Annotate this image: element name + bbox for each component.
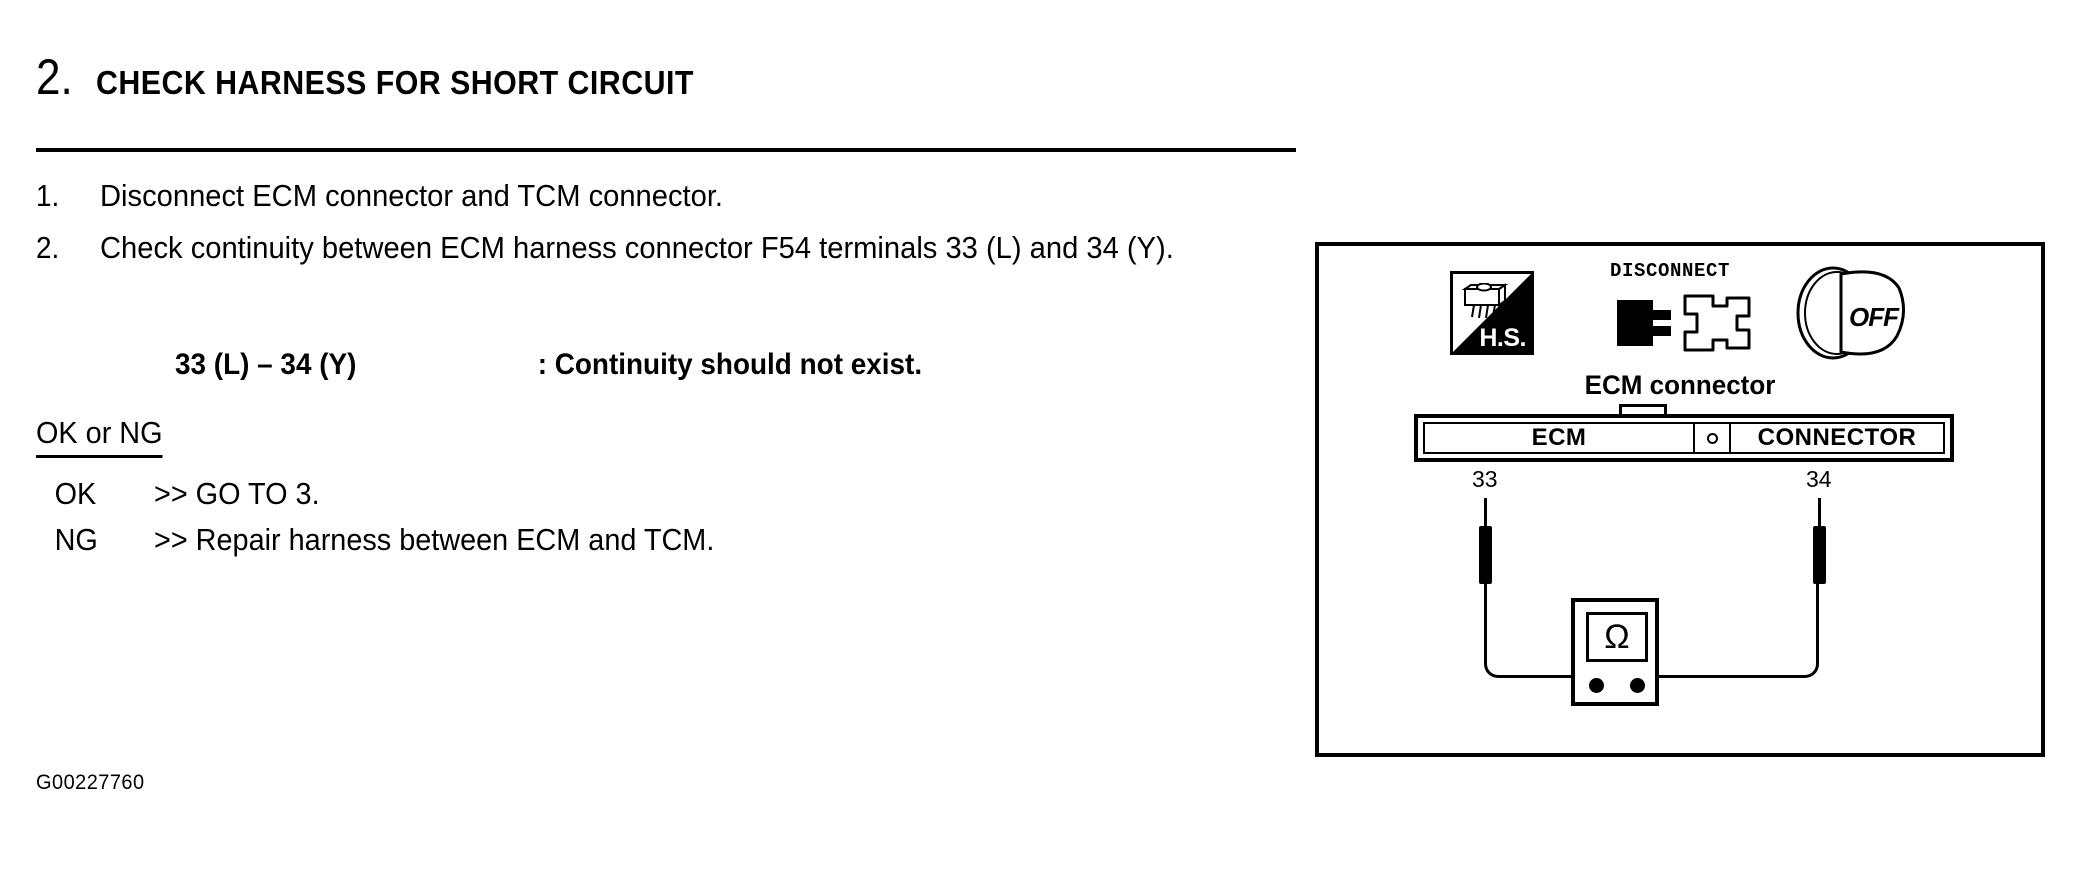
- connector-pin-cell: [1693, 424, 1731, 452]
- specification-terminals: 33 (L) – 34 (Y): [175, 348, 357, 381]
- result-block: OK or NG OK >> GO TO 3. NG >> Repair har…: [36, 412, 1036, 563]
- terminal-number-34: 34: [1806, 466, 1832, 492]
- procedure-item-number: 1.: [36, 178, 60, 213]
- procedure-item: 2. Check continuity between ECM harness …: [36, 224, 1301, 272]
- connector-cell-connector: CONNECTOR: [1757, 424, 1917, 451]
- ohmmeter-display: Ω: [1586, 612, 1648, 662]
- procedure-item: 1. Disconnect ECM connector and TCM conn…: [36, 172, 1301, 220]
- result-row-key: NG: [54, 522, 98, 557]
- connector-caption: ECM connector: [1584, 369, 1776, 401]
- ecm-connector-diagram: ECM CONNECTOR: [1414, 414, 1954, 462]
- test-probe-right: [1813, 498, 1826, 584]
- procedure-item-text: Check continuity between ECM harness con…: [100, 230, 1174, 265]
- figure-reference-code: G00227760: [36, 771, 145, 794]
- procedure-list: 1. Disconnect ECM connector and TCM conn…: [36, 172, 1301, 276]
- hand-start-icon: H.S.: [1450, 271, 1534, 355]
- procedure-item-text: Disconnect ECM connector and TCM connect…: [100, 178, 724, 213]
- ohmmeter-terminal-right: [1630, 678, 1645, 693]
- connector-inner-frame: ECM CONNECTOR: [1423, 422, 1945, 454]
- disconnect-label: DISCONNECT: [1610, 260, 1731, 282]
- step-number: 2.: [36, 49, 73, 105]
- disconnect-icon: DISCONNECT: [1604, 260, 1764, 365]
- figure-panel: H.S. DISCONNECT OFF ECM connector ECM: [1315, 242, 2045, 757]
- probe-needle: [1818, 498, 1821, 526]
- connector-notch: [1619, 404, 1667, 416]
- specification-value: : Continuity should not exist.: [537, 348, 923, 381]
- ignition-key-glyph-icon: [1796, 266, 1905, 360]
- hand-glyph-icon: [1462, 283, 1509, 319]
- procedure-item-number: 2.: [36, 230, 60, 265]
- test-lead-left: [1484, 584, 1589, 678]
- ignition-off-icon: OFF: [1789, 262, 1909, 364]
- probe-body: [1813, 526, 1826, 584]
- connector-cell-ecm: ECM: [1531, 424, 1587, 451]
- ohmmeter: Ω: [1571, 598, 1659, 706]
- ohmmeter-terminal-left: [1589, 678, 1604, 693]
- ignition-off-label: OFF: [1849, 302, 1899, 332]
- connector-pin-dot-icon: [1706, 432, 1718, 444]
- result-row: OK >> GO TO 3.: [36, 471, 1036, 517]
- hand-start-label: H.S.: [1479, 324, 1526, 352]
- test-lead-right: [1644, 584, 1819, 678]
- connector-plug-glyph-icon: [1617, 294, 1751, 352]
- step-header: 2. CHECK HARNESS FOR SHORT CIRCUIT: [36, 52, 1296, 102]
- step-title: CHECK HARNESS FOR SHORT CIRCUIT: [95, 64, 694, 101]
- header-divider: [36, 148, 1296, 152]
- result-row: NG >> Repair harness between ECM and TCM…: [36, 517, 1036, 563]
- result-row-key: OK: [54, 476, 97, 511]
- test-probe-left: [1479, 498, 1492, 584]
- probe-needle: [1484, 498, 1487, 526]
- result-row-action: >> Repair harness between ECM and TCM.: [154, 522, 715, 557]
- result-heading: OK or NG: [36, 412, 163, 458]
- icon-strip: H.S. DISCONNECT OFF: [1319, 260, 2041, 370]
- probe-body: [1479, 526, 1492, 584]
- specification-line: 33 (L) – 34 (Y) : Continuity should not …: [175, 348, 922, 382]
- result-rows: OK >> GO TO 3. NG >> Repair harness betw…: [36, 471, 1036, 563]
- result-row-action: >> GO TO 3.: [154, 476, 320, 511]
- terminal-number-33: 33: [1472, 466, 1498, 492]
